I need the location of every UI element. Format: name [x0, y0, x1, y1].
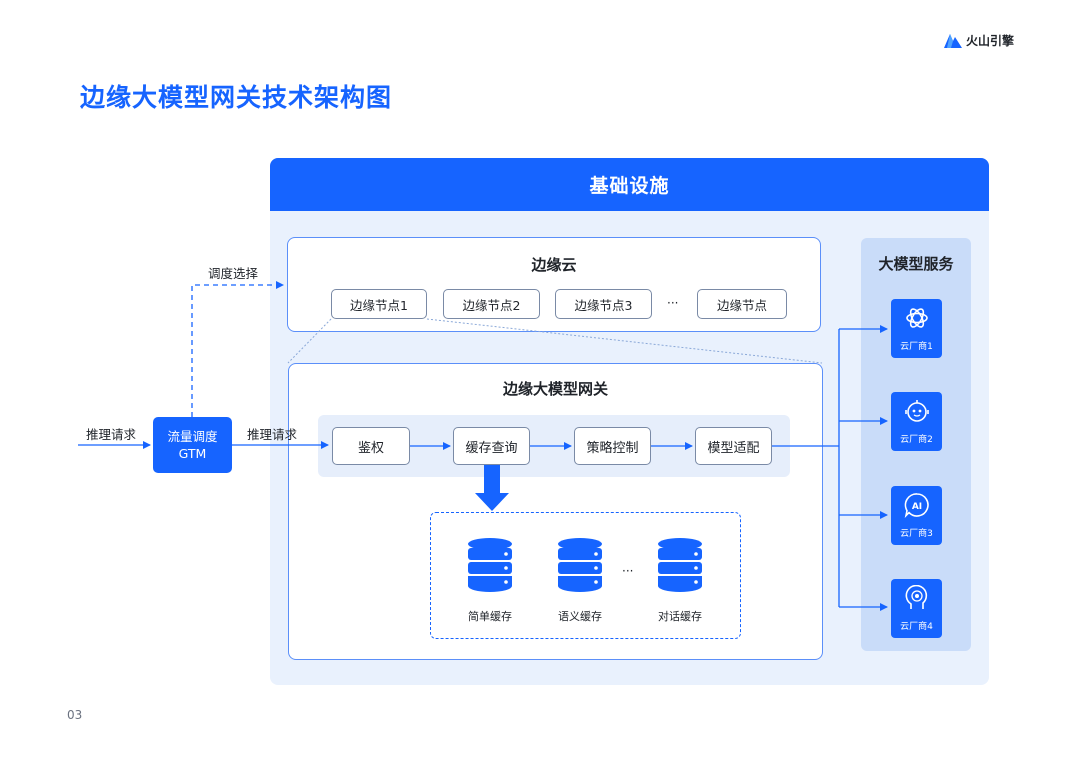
vendor-label-2: 云厂商2: [900, 435, 933, 445]
page-title: 边缘大模型网关技术架构图: [80, 83, 393, 112]
brand-name: 火山引擎: [966, 33, 1015, 48]
vendor-label-1: 云厂商1: [900, 342, 933, 352]
cache-area: [430, 512, 741, 639]
database-icon: [558, 538, 602, 592]
vendor-card-3: AI 云厂商3: [891, 486, 942, 545]
cache-dialog-label: 对话缓存: [658, 610, 702, 623]
cache-ellipsis: ···: [622, 564, 634, 578]
arrow-schedule: [191, 281, 284, 417]
vendor-label-4: 云厂商4: [900, 622, 933, 632]
page-number: 03: [67, 708, 83, 722]
openai-icon: [906, 308, 928, 328]
brain-head-icon: [905, 585, 928, 609]
vendor-card-4: 云厂商4: [891, 579, 942, 638]
vendor-card-2: 云厂商2: [891, 392, 942, 451]
cache-simple-label: 简单缓存: [468, 610, 512, 623]
zoom-line-right: [426, 318, 823, 364]
zoom-line-left: [287, 318, 332, 364]
step-auth: 鉴权: [332, 427, 410, 465]
database-icon: [468, 538, 512, 592]
edge-node-2: 边缘节点2: [443, 289, 540, 319]
request-in-label: 推理请求: [86, 427, 137, 442]
svg-text:AI: AI: [912, 502, 922, 512]
edge-cloud-title: 边缘云: [531, 256, 577, 274]
step-cache-query: 缓存查询: [453, 427, 530, 465]
gtm-line1: 流量调度: [167, 429, 218, 444]
vendor-label-3: 云厂商3: [900, 529, 933, 539]
edge-node-ellipsis: ···: [667, 296, 679, 310]
gateway-title: 边缘大模型网关: [502, 380, 608, 398]
database-icon: [658, 538, 702, 592]
gateway-box: 边缘大模型网关: [288, 363, 823, 660]
llm-service-title: 大模型服务: [878, 255, 954, 273]
gtm-line2: GTM: [178, 446, 207, 461]
step-model-adapt: 模型适配: [695, 427, 772, 465]
robot-icon: [905, 400, 929, 422]
request-out-label: 推理请求: [247, 427, 298, 442]
gtm-box: 流量调度 GTM: [153, 417, 232, 473]
ai-chat-icon: AI: [904, 493, 929, 518]
infrastructure-title: 基础设施: [270, 158, 989, 211]
edge-node-1: 边缘节点1: [331, 289, 427, 319]
edge-node-3: 边缘节点3: [555, 289, 652, 319]
brand-logo: 火山引擎: [944, 30, 1014, 50]
schedule-label: 调度选择: [208, 266, 259, 281]
volcano-logo-icon: [944, 34, 962, 48]
edge-node-n: 边缘节点: [697, 289, 787, 319]
step-policy-control: 策略控制: [574, 427, 651, 465]
big-arrow-to-cache: [475, 465, 509, 511]
vendor-card-1: 云厂商1: [891, 299, 942, 358]
cache-semantic-label: 语义缓存: [558, 610, 602, 623]
